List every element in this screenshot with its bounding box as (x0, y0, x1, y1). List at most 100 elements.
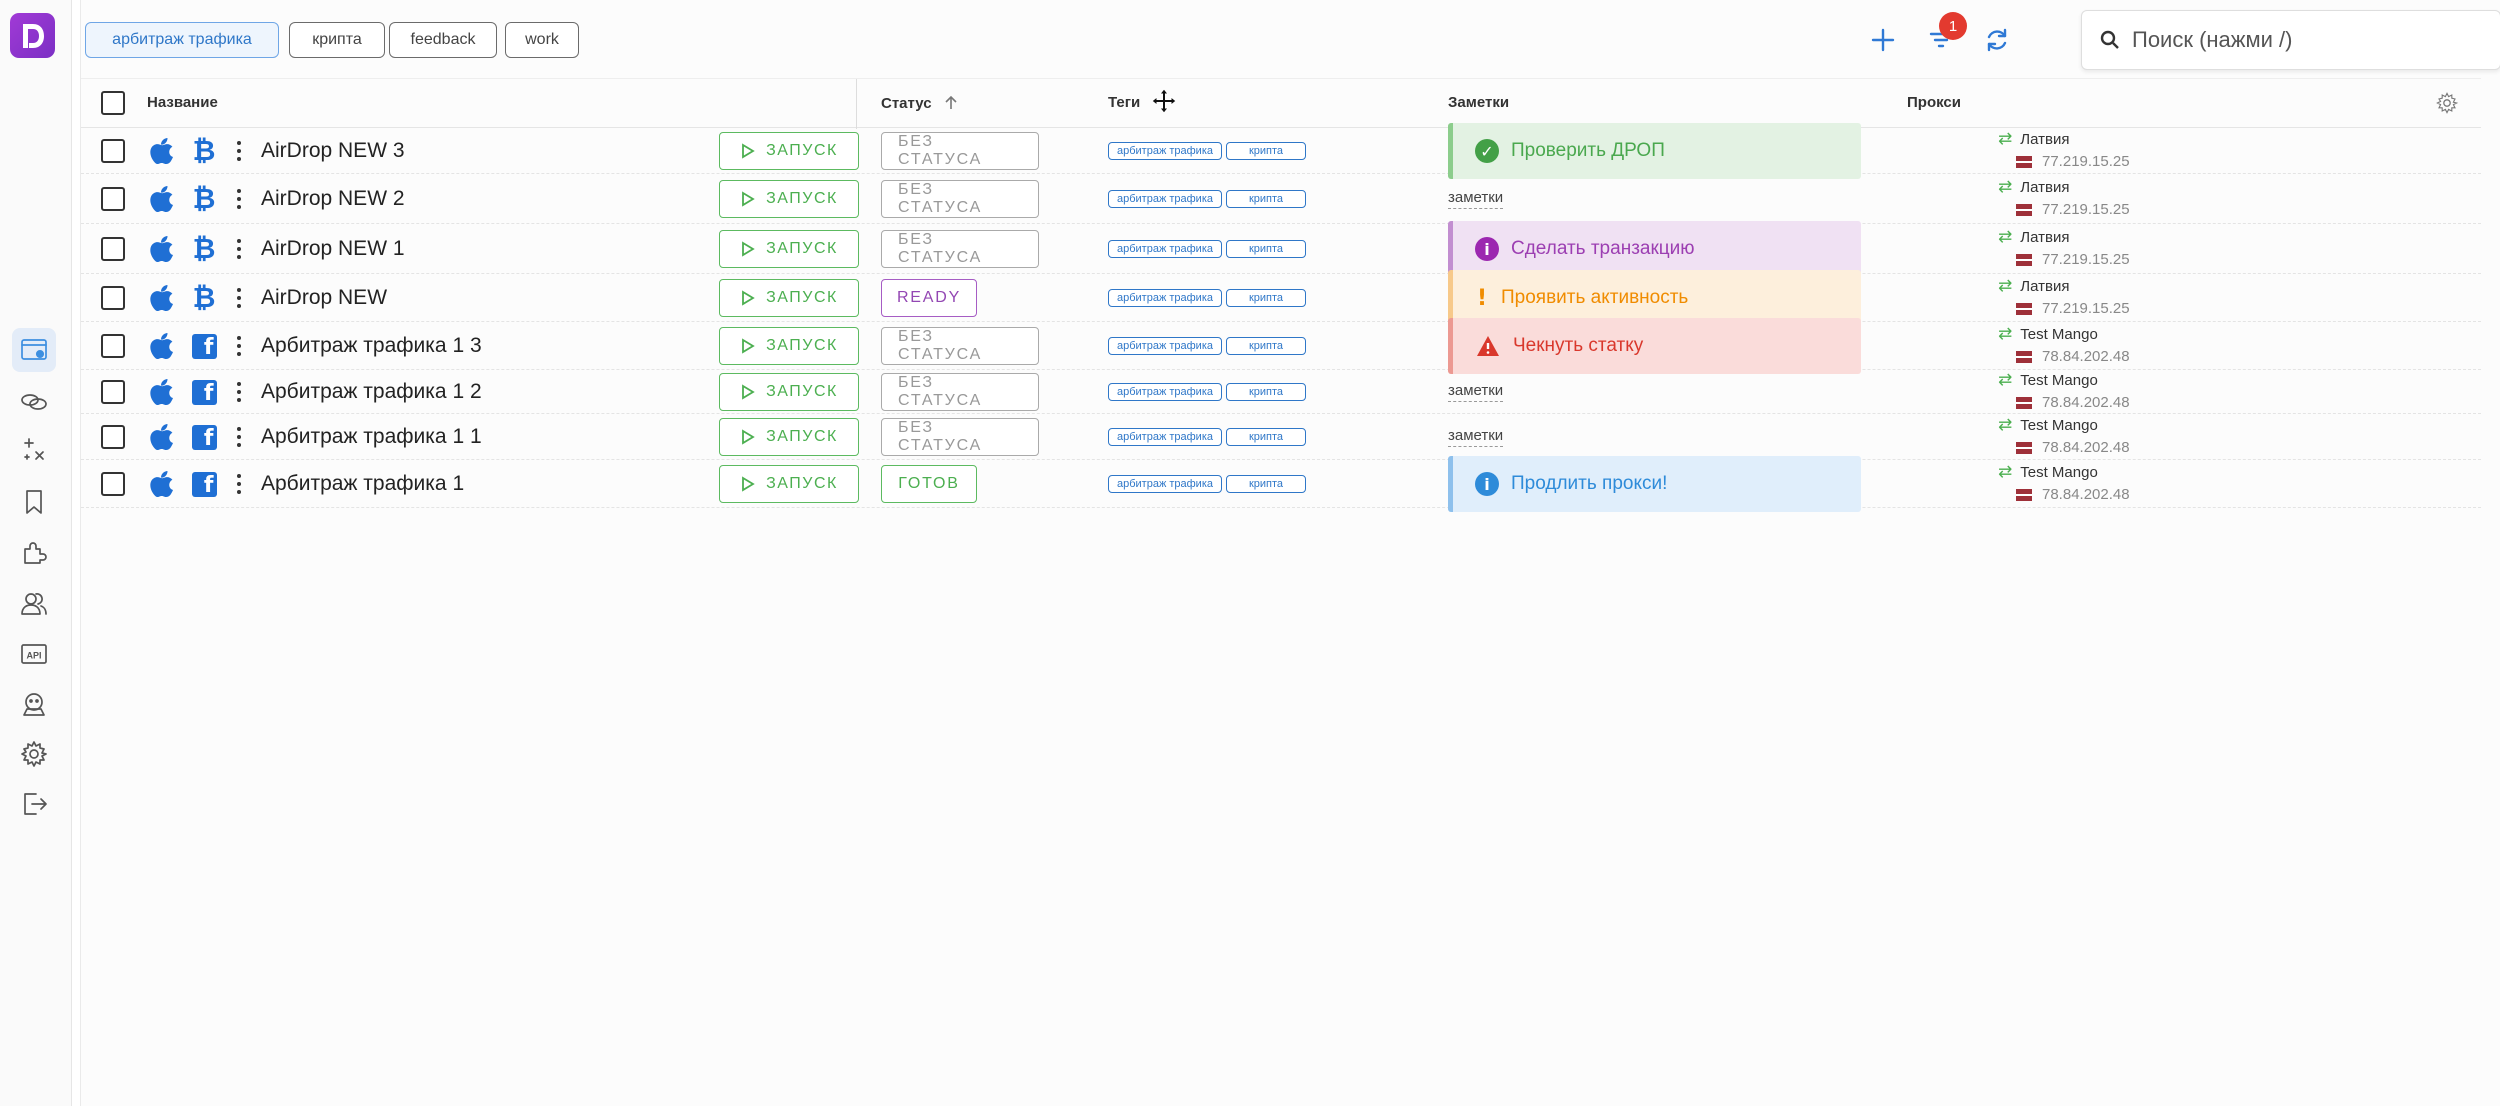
column-divider[interactable] (856, 79, 857, 129)
run-button[interactable]: ЗАПУСК (719, 180, 859, 218)
sidebar-item-team[interactable] (12, 582, 56, 626)
sidebar-item-links[interactable] (12, 380, 56, 424)
tag-chip[interactable]: арбитраж трафика (1108, 190, 1222, 208)
status-badge[interactable]: БЕЗ СТАТУСА (881, 180, 1039, 218)
notes-placeholder[interactable]: заметки (1448, 382, 1504, 402)
proxy-name[interactable]: ⇄ Test Mango (1998, 324, 2098, 344)
tag-chip[interactable]: крипта (1226, 475, 1306, 493)
search-box[interactable] (2081, 10, 2500, 70)
status-badge[interactable]: БЕЗ СТАТУСА (881, 418, 1039, 456)
row-checkbox[interactable] (101, 237, 125, 261)
refresh-button[interactable] (1975, 18, 2019, 62)
run-button[interactable]: ЗАПУСК (719, 418, 859, 456)
more-vertical-icon[interactable] (235, 334, 243, 358)
sidebar-item-logout[interactable] (12, 782, 56, 826)
tag-chip[interactable]: арбитраж трафика (1108, 240, 1222, 258)
tag-chip[interactable]: арбитраж трафика (1108, 142, 1222, 160)
status-badge[interactable]: ГОТОВ (881, 465, 977, 503)
note-banner[interactable]: i Продлить прокси! (1448, 456, 1861, 512)
run-button[interactable]: ЗАПУСК (719, 327, 859, 365)
profile-name[interactable]: AirDrop NEW 2 (261, 187, 405, 210)
run-button[interactable]: ЗАПУСК (719, 373, 859, 411)
sidebar-item-bookmarks[interactable] (12, 480, 56, 524)
tag-chip[interactable]: арбитраж трафика (1108, 337, 1222, 355)
profile-name[interactable]: AirDrop NEW (261, 286, 388, 309)
run-button[interactable]: ЗАПУСК (719, 279, 859, 317)
status-badge[interactable]: READY (881, 279, 977, 317)
row-checkbox[interactable] (101, 425, 125, 449)
proxy-name[interactable]: ⇄ Латвия (1998, 129, 2069, 149)
table-row[interactable]: ₿ AirDrop NEW ЗАПУСК READY арбитраж траф… (81, 270, 2481, 326)
proxy-name[interactable]: ⇄ Test Mango (1998, 415, 2098, 435)
tag-chip[interactable]: арбитраж трафика (1108, 383, 1222, 401)
header-name[interactable]: Название (147, 94, 218, 111)
tag-chip[interactable]: крипта (1226, 190, 1306, 208)
more-vertical-icon[interactable] (235, 187, 243, 211)
proxy-name[interactable]: ⇄ Латвия (1998, 227, 2069, 247)
table-row[interactable]: ₿ AirDrop NEW 1 ЗАПУСК БЕЗ СТАТУСА арбит… (81, 221, 2481, 277)
tag-chip[interactable]: крипта (1226, 383, 1306, 401)
table-row[interactable]: f Арбитраж трафика 1 1 ЗАПУСК БЕЗ СТАТУС… (81, 414, 2481, 460)
table-row[interactable]: ₿ AirDrop NEW 3 ЗАПУСК БЕЗ СТАТУСА арбит… (81, 123, 2481, 179)
note-banner[interactable]: Чекнуть статку (1448, 318, 1861, 374)
profile-name[interactable]: Арбитраж трафика 1 1 (261, 425, 482, 448)
sidebar-item-magic[interactable] (12, 428, 56, 472)
proxy-name[interactable]: ⇄ Test Mango (1998, 370, 2098, 390)
filter-chip-crypto[interactable]: крипта (289, 22, 385, 58)
more-vertical-icon[interactable] (235, 237, 243, 261)
row-checkbox[interactable] (101, 334, 125, 358)
filter-chip-arbitrage[interactable]: арбитраж трафика (85, 22, 279, 58)
row-checkbox[interactable] (101, 139, 125, 163)
tag-chip[interactable]: крипта (1226, 142, 1306, 160)
sidebar-item-browser-profiles[interactable] (12, 328, 56, 372)
table-row[interactable]: f Арбитраж трафика 1 2 ЗАПУСК БЕЗ СТАТУС… (81, 370, 2481, 414)
app-logo[interactable] (10, 13, 55, 58)
notes-placeholder[interactable]: заметки (1448, 189, 1504, 209)
proxy-name[interactable]: ⇄ Test Mango (1998, 462, 2098, 482)
row-checkbox[interactable] (101, 286, 125, 310)
search-input[interactable] (2132, 27, 2472, 53)
table-row[interactable]: f Арбитраж трафика 1 3 ЗАПУСК БЕЗ СТАТУС… (81, 318, 2481, 374)
select-all-checkbox[interactable] (101, 91, 125, 115)
filter-button[interactable]: 1 (1919, 12, 1967, 62)
status-badge[interactable]: БЕЗ СТАТУСА (881, 373, 1039, 411)
more-vertical-icon[interactable] (235, 425, 243, 449)
row-checkbox[interactable] (101, 472, 125, 496)
row-checkbox[interactable] (101, 380, 125, 404)
notes-placeholder[interactable]: заметки (1448, 427, 1504, 447)
tag-chip[interactable]: арбитраж трафика (1108, 428, 1222, 446)
profile-name[interactable]: AirDrop NEW 1 (261, 237, 405, 260)
run-button[interactable]: ЗАПУСК (719, 465, 859, 503)
more-vertical-icon[interactable] (235, 472, 243, 496)
proxy-name[interactable]: ⇄ Латвия (1998, 276, 2069, 296)
profile-name[interactable]: Арбитраж трафика 1 (261, 472, 465, 495)
profile-name[interactable]: Арбитраж трафика 1 3 (261, 334, 482, 357)
tag-chip[interactable]: крипта (1226, 428, 1306, 446)
sort-asc-icon[interactable] (942, 94, 960, 112)
filter-chip-feedback[interactable]: feedback (389, 22, 497, 58)
run-button[interactable]: ЗАПУСК (719, 230, 859, 268)
header-status[interactable]: Статус (881, 94, 960, 112)
status-badge[interactable]: БЕЗ СТАТУСА (881, 230, 1039, 268)
status-badge[interactable]: БЕЗ СТАТУСА (881, 132, 1039, 170)
header-notes[interactable]: Заметки (1448, 94, 1510, 111)
more-vertical-icon[interactable] (235, 139, 243, 163)
header-proxy[interactable]: Прокси (1907, 94, 1961, 111)
row-checkbox[interactable] (101, 187, 125, 211)
table-row[interactable]: ₿ AirDrop NEW 2 ЗАПУСК БЕЗ СТАТУСА арбит… (81, 174, 2481, 224)
tag-chip[interactable]: крипта (1226, 289, 1306, 307)
add-profile-button[interactable] (1861, 18, 1905, 62)
more-vertical-icon[interactable] (235, 286, 243, 310)
tag-chip[interactable]: крипта (1226, 337, 1306, 355)
profile-name[interactable]: Арбитраж трафика 1 2 (261, 380, 482, 403)
note-banner[interactable]: ! Проявить активность (1448, 270, 1861, 326)
table-row[interactable]: f Арбитраж трафика 1 ЗАПУСК ГОТОВ арбитр… (81, 456, 2481, 512)
sidebar-item-api[interactable]: API (12, 632, 56, 676)
tag-chip[interactable]: крипта (1226, 240, 1306, 258)
tag-chip[interactable]: арбитраж трафика (1108, 289, 1222, 307)
header-tags[interactable]: Теги (1108, 94, 1141, 111)
sidebar-item-support[interactable] (12, 682, 56, 726)
tag-chip[interactable]: арбитраж трафика (1108, 475, 1222, 493)
status-badge[interactable]: БЕЗ СТАТУСА (881, 327, 1039, 365)
sidebar-item-settings[interactable] (12, 732, 56, 776)
